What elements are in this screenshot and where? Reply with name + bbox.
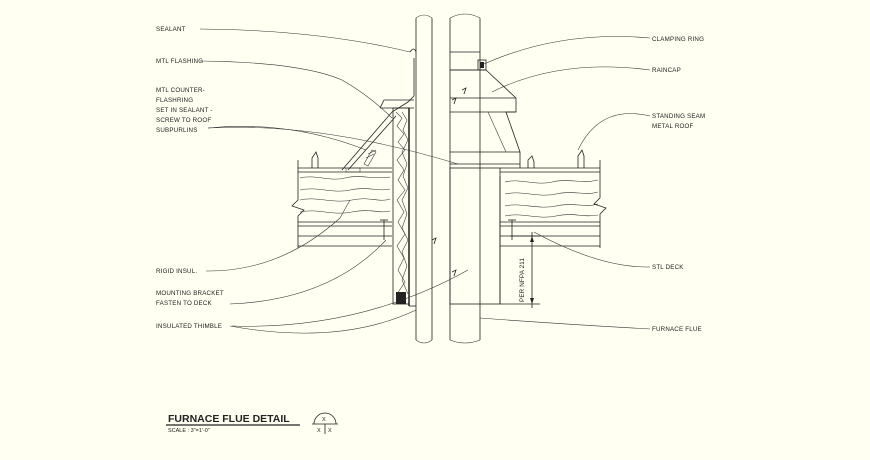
detail-symbol-top: X <box>322 417 326 423</box>
drawing-title: FURNACE FLUE DETAIL <box>168 413 290 425</box>
detail-symbol-left: X <box>317 428 321 434</box>
left-roof-deck-assembly <box>291 151 392 248</box>
label-counter-flashing-1: MTL COUNTER- <box>156 87 205 94</box>
label-raincap: RAINCAP <box>652 67 681 74</box>
label-mounting-bracket-1: MOUNTING BRACKET <box>156 290 224 297</box>
label-rigid-insul: RIGID INSUL. <box>156 268 197 275</box>
right-roof-deck-assembly <box>500 149 607 248</box>
label-furnace-flue: FURNACE FLUE <box>652 326 702 333</box>
title-block: FURNACE FLUE DETAIL SCALE : 3"=1'-0" X X… <box>166 412 338 434</box>
label-insulated-thimble: INSULATED THIMBLE <box>156 323 222 330</box>
label-counter-flashing-5: SUBPURLINS <box>156 127 198 134</box>
flashing-assembly <box>341 48 417 173</box>
raincap <box>449 51 521 305</box>
label-counter-flashing-3: SET IN SEALANT - <box>156 107 213 114</box>
label-counter-flashing-4: SCREW TO ROOF <box>156 117 211 124</box>
mounting-bracket <box>408 108 416 307</box>
detail-symbol-right: X <box>328 428 332 434</box>
label-sealant: SEALANT <box>156 26 186 33</box>
rigid-insulation <box>392 107 410 305</box>
insulated-thimble <box>415 14 437 344</box>
leader-lines <box>199 28 651 334</box>
label-clamping-ring: CLAMPING RING <box>652 36 704 43</box>
label-mounting-bracket-2: FASTEN TO DECK <box>156 300 213 307</box>
label-counter-flashing-2: FLASHRING <box>156 97 193 104</box>
furnace-flue <box>449 13 481 344</box>
nfpa-dimension: PER NFPA 211 <box>500 232 540 308</box>
label-stl-deck: STL DECK <box>652 264 684 271</box>
label-standing-seam-1: STANDING SEAM <box>652 113 705 120</box>
detail-symbol-icon: X X X <box>312 412 338 434</box>
label-standing-seam-2: METAL ROOF <box>652 123 694 130</box>
label-mtl-flashing: MTL FLASHING <box>156 58 203 65</box>
drawing-scale: SCALE : 3"=1'-0" <box>168 428 210 434</box>
dimension-text: PER NFPA 211 <box>519 258 526 302</box>
